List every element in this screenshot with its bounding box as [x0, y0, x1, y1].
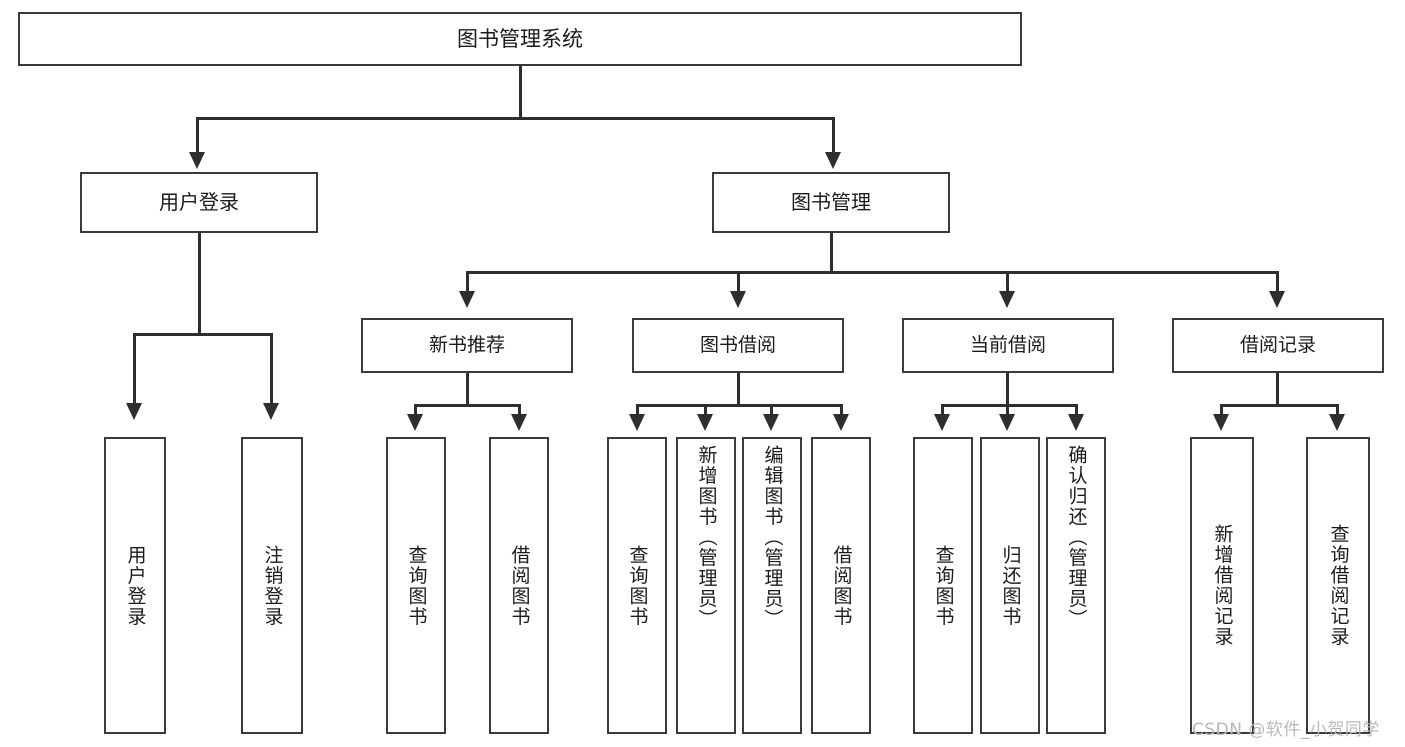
leaf-label: 确认归还（管理员）: [1065, 445, 1088, 630]
connector-root-bar: [196, 117, 834, 120]
leaf-query-record[interactable]: 查询借阅记录: [1306, 437, 1370, 734]
node-borrow-record[interactable]: 借阅记录: [1172, 318, 1384, 373]
leaf-label: 借阅图书: [830, 544, 853, 627]
leaf-query-book-3[interactable]: 查询图书: [913, 437, 973, 734]
arrow-current-child2: [999, 414, 1015, 431]
connector-root-stem: [519, 66, 522, 119]
connector-book-manage-bar: [466, 271, 1278, 274]
leaf-borrow-book-1[interactable]: 借阅图书: [489, 437, 549, 734]
connector-current-child2: [1006, 404, 1009, 418]
leaf-label: 注销登录: [261, 544, 284, 627]
node-user-login[interactable]: 用户登录: [80, 172, 318, 233]
leaf-label: 新增图书（管理员）: [695, 445, 718, 630]
connector-borrow-stem: [737, 373, 740, 406]
connector-user-login-stem: [198, 233, 201, 335]
leaf-query-book-2[interactable]: 查询图书: [607, 437, 667, 734]
arrow-root-to-book-manage: [825, 152, 841, 169]
connector-book-manage-to-current: [1006, 271, 1009, 293]
arrow-current-child1: [934, 414, 950, 431]
connector-book-manage-to-recommend: [466, 271, 469, 293]
leaf-edit-book[interactable]: 编辑图书（管理员）: [742, 437, 802, 734]
connector-borrow-child4: [840, 404, 843, 418]
connector-record-child2: [1336, 404, 1339, 418]
arrow-book-manage-to-current: [999, 291, 1015, 308]
node-root-system[interactable]: 图书管理系统: [18, 12, 1022, 66]
connector-recommend-child2: [518, 404, 521, 418]
connector-root-to-user-login: [196, 117, 199, 154]
leaf-label: 查询图书: [405, 544, 428, 627]
connector-recommend-bar: [414, 404, 520, 407]
arrow-borrow-child3: [763, 414, 779, 431]
leaf-logout[interactable]: 注销登录: [241, 437, 303, 734]
arrow-current-child3: [1068, 414, 1084, 431]
arrow-book-manage-to-record: [1269, 291, 1285, 308]
connector-recommend-stem: [466, 373, 469, 406]
leaf-label: 用户登录: [124, 544, 147, 627]
connector-current-stem: [1006, 373, 1009, 406]
leaf-label: 查询借阅记录: [1327, 524, 1350, 647]
arrow-book-manage-to-recommend: [459, 291, 475, 308]
leaf-user-login[interactable]: 用户登录: [104, 437, 166, 734]
connector-current-bar: [941, 404, 1077, 407]
leaf-add-record[interactable]: 新增借阅记录: [1190, 437, 1254, 734]
connector-book-manage-to-borrow: [737, 271, 740, 293]
arrow-root-to-user-login: [189, 152, 205, 169]
connector-record-child1: [1220, 404, 1223, 418]
leaf-label: 查询图书: [932, 544, 955, 627]
arrow-borrow-child1: [629, 414, 645, 431]
arrow-borrow-child2: [697, 414, 713, 431]
connector-borrow-child3: [770, 404, 773, 418]
arrow-user-login-child1: [126, 403, 142, 420]
leaf-return-book[interactable]: 归还图书: [980, 437, 1040, 734]
connector-user-login-bar: [133, 333, 272, 336]
node-new-book-recommend[interactable]: 新书推荐: [361, 318, 573, 373]
csdn-watermark: CSDN @软件_小贺同学: [1192, 720, 1380, 740]
connector-record-stem: [1276, 373, 1279, 406]
leaf-add-book[interactable]: 新增图书（管理员）: [676, 437, 736, 734]
connector-root-to-book-manage: [832, 117, 835, 154]
connector-current-child1: [941, 404, 944, 418]
arrow-recommend-child1: [407, 414, 423, 431]
connector-borrow-child1: [636, 404, 639, 418]
leaf-query-book-1[interactable]: 查询图书: [386, 437, 446, 734]
leaf-borrow-book-2[interactable]: 借阅图书: [811, 437, 871, 734]
leaf-label: 新增借阅记录: [1211, 524, 1234, 647]
arrow-book-manage-to-borrow: [730, 291, 746, 308]
arrow-user-login-child2: [263, 403, 279, 420]
leaf-confirm-return[interactable]: 确认归还（管理员）: [1046, 437, 1106, 734]
leaf-label: 借阅图书: [508, 544, 531, 627]
connector-record-bar: [1220, 404, 1338, 407]
connector-current-child3: [1075, 404, 1078, 418]
connector-recommend-child1: [414, 404, 417, 418]
connector-borrow-child2: [704, 404, 707, 418]
leaf-label: 查询图书: [626, 544, 649, 627]
arrow-borrow-child4: [833, 414, 849, 431]
leaf-label: 编辑图书（管理员）: [761, 445, 784, 630]
node-book-manage[interactable]: 图书管理: [712, 172, 950, 233]
node-current-borrow[interactable]: 当前借阅: [902, 318, 1114, 373]
leaf-label: 归还图书: [999, 544, 1022, 627]
arrow-record-child2: [1329, 414, 1345, 431]
arrow-record-child1: [1213, 414, 1229, 431]
arrow-recommend-child2: [511, 414, 527, 431]
connector-book-manage-stem: [830, 233, 833, 273]
connector-user-login-child2: [270, 333, 273, 405]
node-book-borrow[interactable]: 图书借阅: [632, 318, 844, 373]
connector-book-manage-to-record: [1276, 271, 1279, 293]
connector-user-login-child1: [133, 333, 136, 405]
connector-borrow-bar: [636, 404, 842, 407]
